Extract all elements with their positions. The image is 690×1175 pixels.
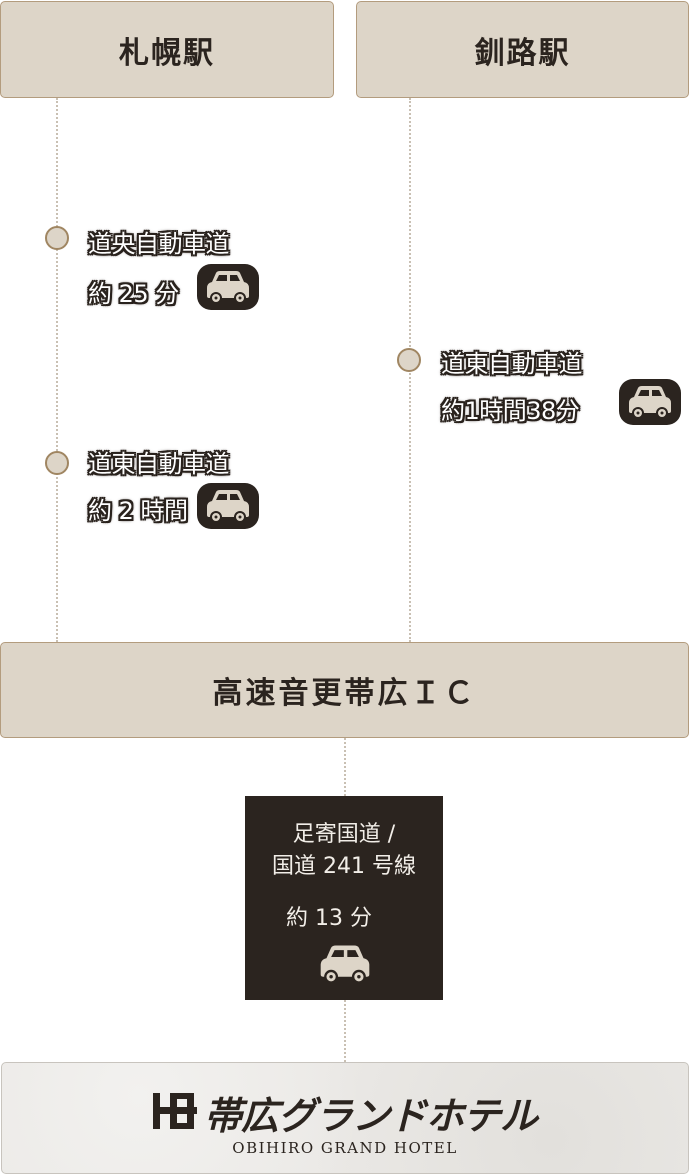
car-icon (197, 483, 259, 529)
route-line-ic-to-final (344, 738, 346, 796)
final-road-line1: 足寄国道 / (292, 822, 396, 847)
final-leg-box: 足寄国道 / 国道 241 号線 約 13 分 (245, 796, 443, 1000)
car-icon (619, 379, 681, 425)
route-road-label: 道東自動車道 (88, 450, 230, 478)
final-road-line2: 国道 241 号線 (272, 854, 416, 879)
car-icon (197, 264, 259, 310)
hotel-name-jp: 帯広グランドホテル (204, 1094, 538, 1138)
hotel-box: 帯広グランドホテル OBIHIRO GRAND HOTEL (1, 1062, 689, 1174)
route-stop-dot-icon (397, 348, 421, 372)
station-kushiro: 釧路駅 (356, 1, 689, 98)
car-icon (314, 942, 376, 986)
route-stop-dot-icon (45, 451, 69, 475)
hotel-logo-mark-icon (152, 1091, 198, 1131)
route-line-sapporo (56, 98, 58, 642)
route-road-label: 道央自動車道 (88, 230, 230, 258)
route-line-final-to-hotel (344, 1000, 346, 1062)
route-time-label: 約 25 分 (88, 280, 179, 308)
interchange-box: 高速音更帯広ＩＣ (0, 642, 689, 738)
route-stop-dot-icon (45, 226, 69, 250)
route-time-label: 約 2 時間 (88, 497, 188, 525)
final-time-label: 約 13 分 (286, 906, 372, 931)
hotel-name-en: OBIHIRO GRAND HOTEL (232, 1139, 458, 1157)
route-time-label: 約1時間38分 (441, 397, 580, 425)
route-road-label: 道東自動車道 (441, 350, 583, 378)
station-sapporo: 札幌駅 (0, 1, 334, 98)
